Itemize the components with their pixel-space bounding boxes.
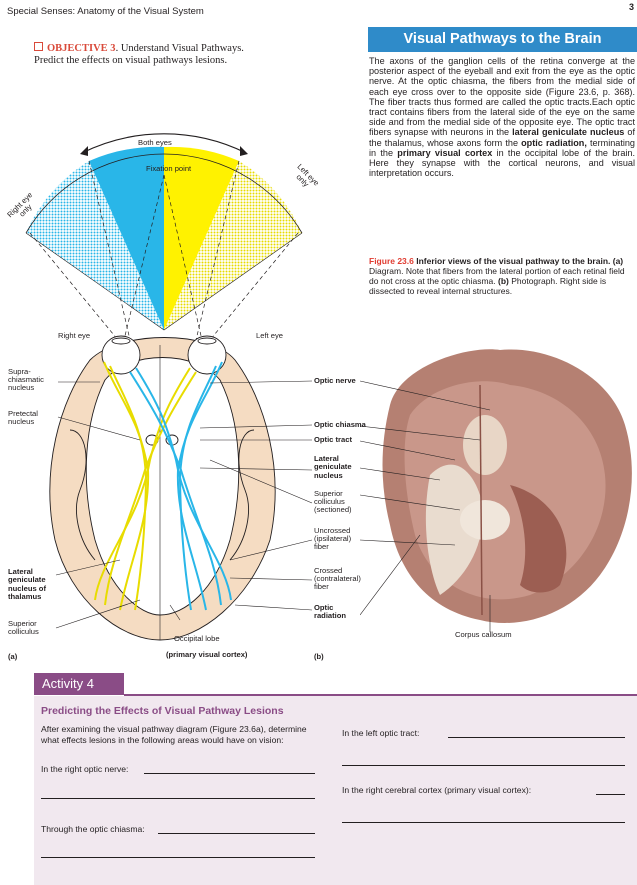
right-eye-label: Right eye	[58, 331, 91, 340]
activity-intro: After examining the visual pathway diagr…	[41, 724, 307, 745]
page-number: 3	[628, 2, 634, 12]
answer-line[interactable]	[41, 798, 315, 799]
question-right-cerebral-cortex: In the right cerebral cortex (primary vi…	[342, 785, 532, 795]
body-text: terminating in the	[369, 137, 635, 158]
uncrossed-fiber-label: Uncrossed (ipsilateral) fiber	[314, 526, 352, 551]
caption-text: Diagram. Note that fibers from the later…	[369, 266, 625, 286]
corpus-callosum-label: Corpus callosum	[455, 630, 512, 639]
superior-colliculus-label: Superior colliculus	[8, 619, 39, 636]
left-eye-label: Left eye	[256, 331, 284, 340]
info-box-title: Visual Pathways to the Brain	[368, 27, 637, 52]
activity-tab: Activity 4	[34, 673, 124, 695]
question-left-optic-tract: In the left optic tract:	[342, 728, 420, 738]
answer-line[interactable]	[342, 822, 625, 823]
activity-rule	[124, 694, 637, 696]
answer-line[interactable]	[448, 737, 625, 738]
answer-line[interactable]	[596, 794, 625, 795]
optic-tract-label: Optic tract	[314, 435, 352, 444]
figure-number: Figure 23.6	[369, 256, 414, 266]
activity-title: Predicting the Effects of Visual Pathway…	[41, 705, 284, 717]
fixation-point-label: Fixation point	[146, 164, 192, 173]
activity-panel	[34, 696, 637, 885]
answer-line[interactable]	[144, 773, 315, 774]
optic-nerve-label: Optic nerve	[314, 376, 356, 385]
body-bold: lateral geniculate nucleus	[512, 127, 625, 138]
panel-b-label: (b)	[314, 652, 324, 661]
checkbox-icon[interactable]	[34, 42, 43, 51]
pretectal-label: Pretectal nucleus	[8, 409, 38, 426]
answer-line[interactable]	[158, 833, 315, 834]
primary-visual-cortex-label: (primary visual cortex)	[166, 650, 248, 659]
objective-label: OBJECTIVE 3	[47, 43, 116, 54]
lateral-geniculate-label: Lateral geniculate nucleus	[314, 454, 352, 480]
figure-caption: Figure 23.6 Inferior views of the visual…	[369, 256, 635, 296]
eye-icon	[101, 335, 227, 375]
lateral-geniculate-thalamus-label: Lateral geniculate nucleus of thalamus	[8, 567, 46, 602]
superior-colliculus-sectioned-label: Superior colliculus (sectioned)	[314, 489, 352, 514]
blue-fibers	[129, 361, 232, 611]
question-optic-chiasma: Through the optic chiasma:	[41, 824, 145, 834]
brain-outline	[49, 337, 276, 641]
caption-bold: Inferior views of the visual pathway to …	[413, 256, 611, 266]
info-box-body: The axons of the ganglion cells of the r…	[369, 56, 635, 178]
caption-text: Photograph. Right side is dissected to r…	[369, 276, 607, 296]
visual-pathway-diagram	[25, 133, 313, 641]
yellow-fibers	[94, 361, 197, 611]
brain-photograph	[360, 349, 632, 632]
optic-chiasma-label: Optic chiasma	[314, 420, 366, 429]
caption-tag: (a)	[610, 256, 624, 266]
body-bold: optic radiation,	[521, 137, 587, 148]
body-text: of the thalamus, whose axons form the	[369, 127, 635, 148]
body-text: The axons of the ganglion cells of the r…	[369, 56, 635, 138]
panel-a-label: (a)	[8, 652, 18, 661]
optic-radiation-label: Optic radiation	[314, 603, 347, 621]
visual-field	[25, 133, 303, 341]
question-right-optic-nerve: In the right optic nerve:	[41, 764, 129, 774]
both-eyes-label: Both eyes	[138, 138, 172, 147]
occipital-lobe-label: Occipital lobe	[174, 634, 220, 643]
crossed-fiber-label: Crossed (contralateral) fiber	[314, 566, 361, 591]
objective: OBJECTIVE 3. Understand Visual Pathways.…	[34, 42, 274, 67]
body-bold: primary visual cortex	[397, 147, 493, 158]
answer-line[interactable]	[342, 765, 625, 766]
objective-text: . Understand Visual Pathways. Predict th…	[34, 43, 244, 66]
body-text: in the occipital lobe of the brain. Here…	[369, 147, 635, 179]
answer-line[interactable]	[41, 857, 315, 858]
running-head: Special Senses: Anatomy of the Visual Sy…	[7, 6, 204, 17]
suprachiasmatic-label: Supra- chiasmatic nucleus	[8, 367, 44, 392]
caption-tag: (b)	[495, 276, 509, 286]
